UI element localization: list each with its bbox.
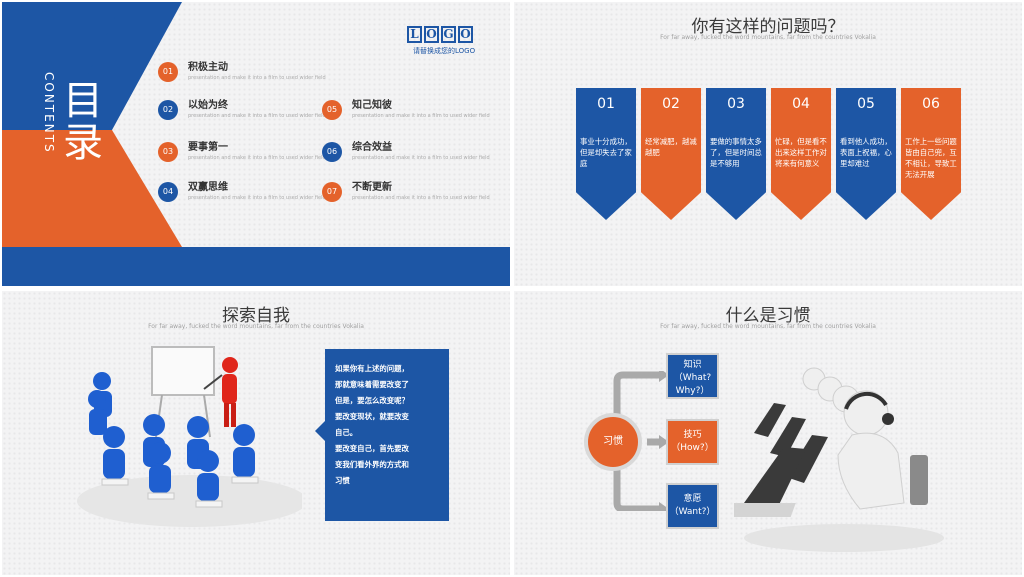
toc-item: 02 以始为终 presentation and make it into a f… <box>158 100 326 120</box>
slide-what-is-habit: 什么是习惯 For far away, fucked the word moun… <box>514 291 1022 575</box>
toc-item: 06 综合效益 presentation and make it into a f… <box>322 142 490 162</box>
toc-desc: presentation and make it into a film to … <box>188 75 326 81</box>
box-line: （Want?） <box>669 507 716 517</box>
toc-item: 03 要事第一 presentation and make it into a f… <box>158 142 326 162</box>
card-number: 04 <box>771 88 831 121</box>
box-line: （What? <box>673 373 712 383</box>
toc-item: 05 知己知彼 presentation and make it into a f… <box>322 100 490 120</box>
call-center-illustration <box>734 367 944 552</box>
contents-label: CONTENTS <box>42 72 56 154</box>
habit-circle: 习惯 <box>584 413 642 471</box>
toc-title: 双赢思维 <box>188 182 228 193</box>
text-line: 那就意味着需要改变了 <box>335 380 409 389</box>
card-text: 忙碌，但是看不出来这样工作对将来有何意义 <box>771 121 831 220</box>
problem-card: 02 经常减肥，越减越肥 <box>641 88 701 220</box>
toc-number: 07 <box>322 182 342 202</box>
card-number: 03 <box>706 88 766 121</box>
bottom-band <box>2 247 510 286</box>
card-number: 01 <box>576 88 636 121</box>
skill-box: 技巧 （How?） <box>666 419 719 465</box>
text-line: 要改变自己，首先要改 <box>335 444 409 453</box>
toc-desc: presentation and make it into a film to … <box>188 113 326 119</box>
toc-number: 06 <box>322 142 342 162</box>
box-title: 意愿 <box>683 494 702 504</box>
card-text: 要做的事情太多了，但是时间总是不够用 <box>706 121 766 220</box>
slide-title: 探索自我 <box>222 306 290 326</box>
toc-number: 04 <box>158 182 178 202</box>
toc-item: 04 双赢思维 presentation and make it into a f… <box>158 182 326 202</box>
card-number: 05 <box>836 88 896 121</box>
slide-subtitle: For far away, fucked the word mountains,… <box>660 323 876 330</box>
toc-title: 知己知彼 <box>352 100 392 111</box>
card-text: 事业十分成功，但是却失去了家庭 <box>576 121 636 220</box>
toc-title: 不断更新 <box>352 182 392 193</box>
card-number: 02 <box>641 88 701 121</box>
problem-card: 04 忙碌，但是看不出来这样工作对将来有何意义 <box>771 88 831 220</box>
toc-number: 05 <box>322 100 342 120</box>
box-title: 技巧 <box>683 430 702 440</box>
toc-title: 要事第一 <box>188 142 228 153</box>
toc-title: 积极主动 <box>188 62 228 73</box>
slide-title: 你有这样的问题吗？ <box>691 17 845 37</box>
slide-subtitle: For far away, fucked the word mountains,… <box>148 323 364 330</box>
logo-letter: O <box>424 26 439 43</box>
problem-card: 03 要做的事情太多了，但是时间总是不够用 <box>706 88 766 220</box>
problem-card: 06 工作上一些问题皆由自己兜，互不相让，导致工无法开展 <box>901 88 961 220</box>
toc-item: 01 积极主动 presentation and make it into a f… <box>158 62 326 82</box>
toc-desc: presentation and make it into a film to … <box>352 195 490 201</box>
text-line: 变我们看外界的方式和 <box>335 460 409 469</box>
text-line: 要改变现状，就要改变 <box>335 412 409 421</box>
card-text: 经常减肥，越减越肥 <box>641 121 701 220</box>
logo: L O G O 请替换成您的LOGO <box>407 26 475 56</box>
card-text: 工作上一些问题皆由自己兜，互不相让，导致工无法开展 <box>901 121 961 220</box>
toc-item: 07 不断更新 presentation and make it into a f… <box>322 182 490 202</box>
knowledge-box: 知识 （What? Why?） <box>666 353 719 399</box>
text-line: 但是，要怎么改变呢？ <box>335 396 409 405</box>
slide-contents: CONTENTS 目录 L O G O 请替换成您的LOGO 01 积极主动 pr… <box>2 2 510 286</box>
box-title: 知识 <box>683 360 702 370</box>
explore-text-box: 如果你有上述的问题， 那就意味着需要改变了 但是，要怎么改变呢？ 要改变现状，就… <box>315 349 449 521</box>
logo-letter: G <box>441 26 456 43</box>
slide-explore-self: 探索自我 For far away, fucked the word mount… <box>2 291 510 575</box>
toc-title: 以始为终 <box>188 100 228 111</box>
text-line: 如果你有上述的问题， <box>335 364 409 373</box>
slide-problems: 你有这样的问题吗？ For far away, fucked the word … <box>514 2 1022 286</box>
willingness-box: 意愿 （Want?） <box>666 483 719 529</box>
toc-desc: presentation and make it into a film to … <box>352 113 490 119</box>
chevron-graphic <box>2 2 182 247</box>
toc-title: 目录 <box>63 78 103 166</box>
logo-letter: L <box>407 26 422 43</box>
logo-subtitle: 请替换成您的LOGO <box>413 47 476 55</box>
toc-number: 01 <box>158 62 178 82</box>
card-number: 06 <box>901 88 961 121</box>
toc-number: 02 <box>158 100 178 120</box>
text-line: 自己。 <box>335 428 358 437</box>
toc-title: 综合效益 <box>352 142 392 153</box>
text-line: 习惯 <box>335 476 350 485</box>
problem-card: 05 看到他人成功，表面上祝福，心里却难过 <box>836 88 896 220</box>
problem-card: 01 事业十分成功，但是却失去了家庭 <box>576 88 636 220</box>
box-line: （How?） <box>671 443 714 453</box>
toc-desc: presentation and make it into a film to … <box>352 155 490 161</box>
card-text: 看到他人成功，表面上祝福，心里却难过 <box>836 121 896 220</box>
toc-desc: presentation and make it into a film to … <box>188 155 326 161</box>
box-line: Why?） <box>675 386 710 396</box>
toc-desc: presentation and make it into a film to … <box>188 195 326 201</box>
toc-number: 03 <box>158 142 178 162</box>
presentation-illustration <box>77 346 302 527</box>
slide-title: 什么是习惯 <box>725 306 811 326</box>
slide-subtitle: For far away, fucked the word mountains,… <box>660 34 876 41</box>
logo-letter: O <box>458 26 473 43</box>
